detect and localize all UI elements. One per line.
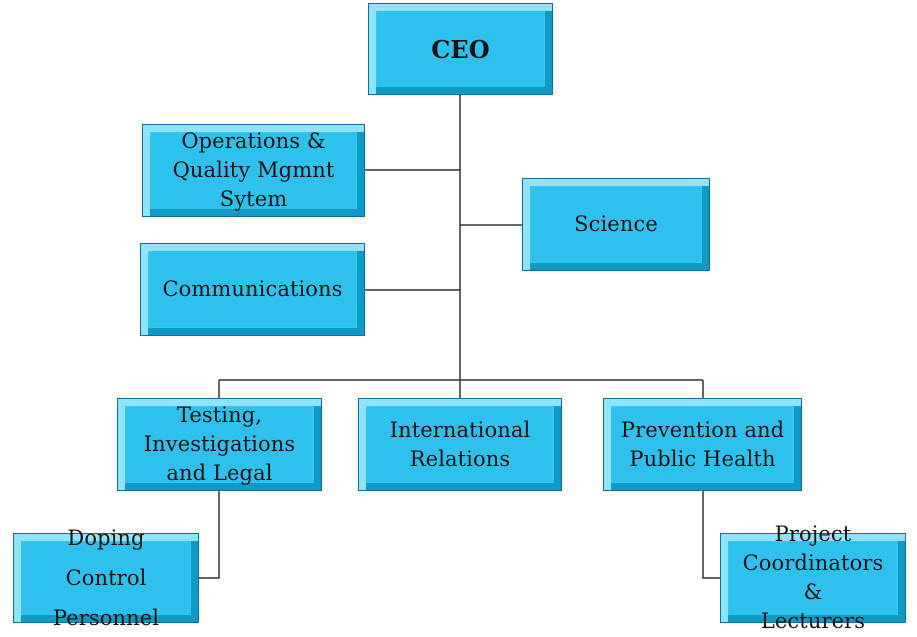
connector-project [702, 491, 720, 579]
box-operations-label-line-1: Operations & [181, 129, 326, 153]
box-international-label-line-2: Relations [409, 446, 511, 471]
box-prevention-public-health: Prevention and Public Health [603, 398, 802, 491]
box-operations-quality: Operations & Quality Mgmnt Sytem [142, 124, 365, 217]
box-testing-label-line-3: and Legal [166, 461, 273, 485]
box-project-coordinators-lecturers: Project Coordinators & Lecturers [720, 522, 906, 633]
box-ceo-label: CEO [431, 34, 490, 64]
box-international-label-line-1: International [389, 417, 531, 442]
box-project-label-line-3: Lecturers [760, 609, 866, 633]
box-ceo: CEO [368, 3, 553, 95]
box-operations-label-line-3: Sytem [219, 187, 288, 211]
box-prevention-label-line-1: Prevention and [620, 417, 785, 442]
connector-doping [199, 491, 220, 579]
box-doping-control-personnel: Doping Control Personnel [13, 526, 199, 630]
box-operations-label-line-2: Quality Mgmnt [172, 158, 335, 182]
box-project-label-line-2: Coordinators & [742, 551, 884, 604]
box-science-label: Science [574, 212, 658, 236]
box-science: Science [522, 178, 710, 271]
box-project-label-line-1: Project [774, 522, 852, 546]
box-testing-investigations-legal: Testing, Investigations and Legal [117, 398, 322, 491]
box-communications: Communications [140, 243, 365, 336]
box-testing-label-line-1: Testing, [176, 403, 263, 427]
box-communications-label: Communications [162, 277, 343, 301]
box-testing-label-line-2: Investigations [143, 432, 296, 456]
box-prevention-label-line-2: Public Health [629, 446, 776, 471]
box-doping-label-line-2: Personnel [52, 606, 160, 630]
box-doping-label-line-1: Doping Control [65, 526, 147, 590]
box-international-relations: International Relations [358, 398, 562, 491]
